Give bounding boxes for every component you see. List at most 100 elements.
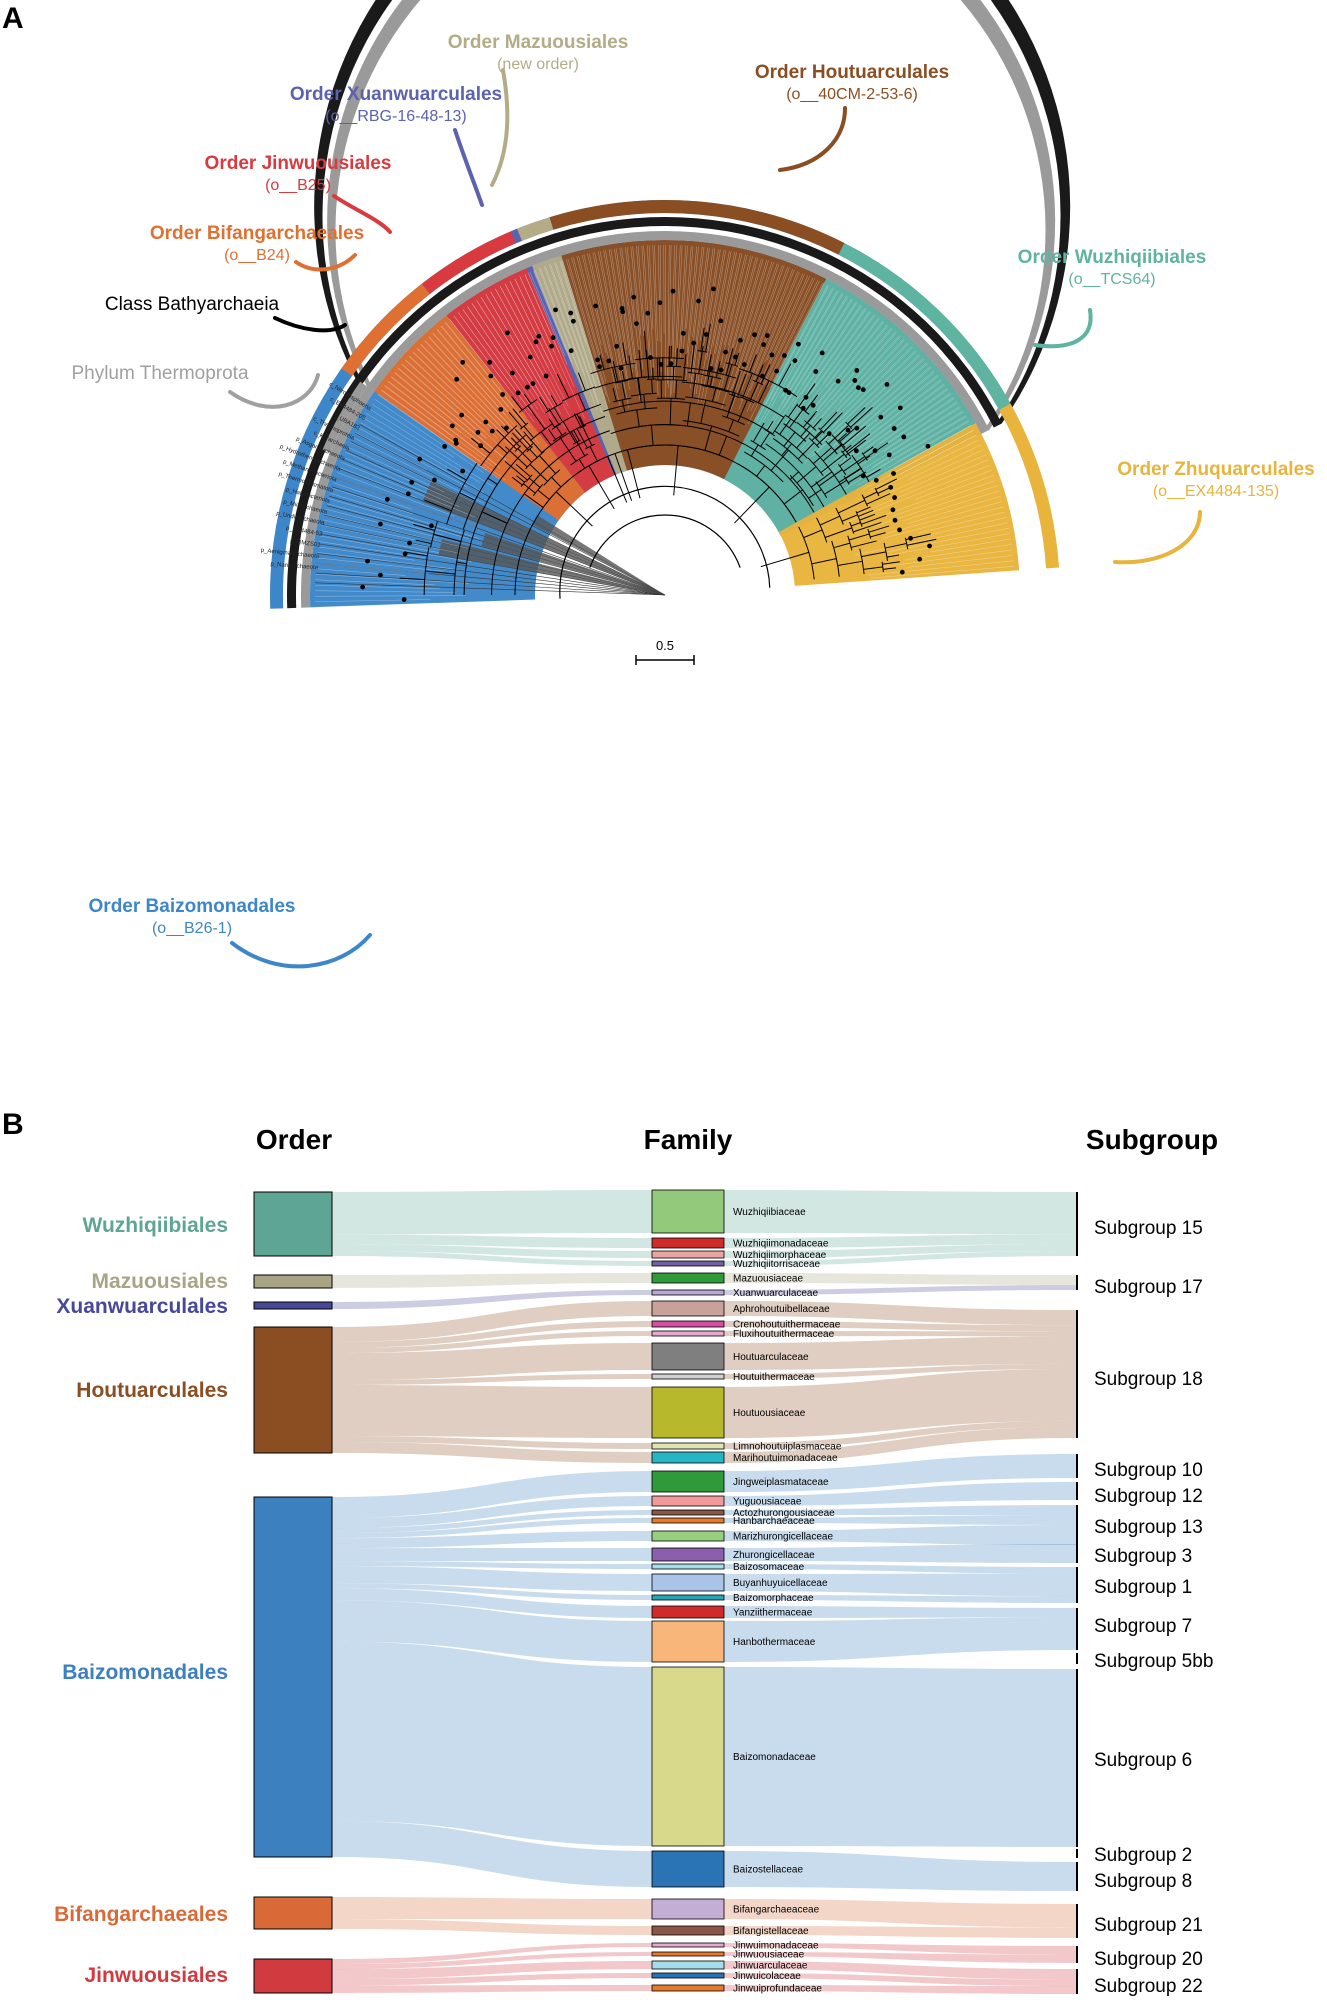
tree-branch	[750, 439, 766, 451]
bootstrap-node	[925, 443, 931, 449]
tree-branch	[638, 349, 643, 378]
tree-branch	[885, 543, 907, 549]
bootstrap-node	[606, 358, 612, 364]
bootstrap-node	[764, 333, 770, 338]
tree-branch	[512, 432, 530, 451]
tree-branch	[831, 540, 840, 577]
tree-branch	[728, 393, 740, 399]
leaf-ray	[412, 352, 491, 428]
subgroup-label: Subgroup 22	[1094, 1976, 1203, 1997]
subgroup-label: Subgroup 15	[1094, 1218, 1203, 1239]
leaf-ray	[371, 403, 455, 458]
bootstrap-node	[597, 364, 602, 370]
leaf-ray	[809, 346, 912, 450]
order-node	[253, 1496, 333, 1858]
order-label: Mazuousiales	[91, 1270, 228, 1293]
tree-branch	[551, 423, 562, 430]
leaf-ray	[643, 245, 652, 375]
family-node	[651, 1320, 725, 1328]
bootstrap-node	[691, 340, 697, 346]
flow-order-family	[332, 1985, 652, 1993]
leaf-ray	[555, 262, 598, 390]
family-label: Yanziithermaceae	[733, 1608, 813, 1619]
phylogenetic-tree: c_Nitrososphaeriac_EX4484-205c_UBA183c_T…	[260, 0, 1071, 720]
leaf-ray	[867, 560, 1014, 576]
family-node	[651, 1573, 725, 1592]
leaf-ray	[397, 368, 506, 461]
tree-branch	[621, 381, 626, 400]
leaf-ray	[504, 283, 549, 369]
leaf-ray	[360, 422, 484, 493]
flow-family-subgroup	[724, 1301, 1077, 1326]
bootstrap-node	[489, 428, 495, 434]
flow-family-subgroup	[724, 1190, 1077, 1235]
leaf-ray	[315, 579, 435, 586]
tree-branch	[771, 415, 786, 435]
leaf-ray	[679, 245, 686, 349]
bootstrap-node	[504, 425, 509, 431]
leaf-ray	[576, 256, 604, 359]
tree-branch	[756, 465, 766, 477]
leaf-ray	[598, 251, 629, 408]
bootstrap-node	[449, 423, 455, 429]
leaf-ray	[323, 519, 427, 543]
family-label: Houtuithermaceae	[733, 1372, 815, 1383]
tree-branch	[739, 396, 755, 404]
column-header-order: Order	[256, 1124, 332, 1155]
leaf-ray	[797, 290, 839, 364]
tree-branch	[643, 331, 648, 359]
flow-order-family	[332, 1385, 652, 1438]
tree-branch	[636, 409, 640, 427]
tree-branch	[906, 538, 937, 546]
tree-branch	[534, 450, 545, 461]
leaf-ray	[594, 252, 623, 388]
leaf-ray	[730, 257, 759, 358]
leaf-ray	[883, 506, 1004, 539]
leaf-ray	[543, 266, 598, 411]
family-label: Bifangarchaeaceae	[733, 1905, 820, 1916]
label-leaders	[228, 68, 1202, 969]
outgroup-branch	[318, 543, 666, 596]
tree-branch	[415, 539, 432, 545]
tree-branch	[615, 379, 629, 384]
tree-branch	[861, 551, 887, 558]
leaf-ray	[330, 493, 480, 539]
tree-branch	[784, 414, 797, 424]
tree-branch	[433, 533, 462, 543]
leaf-ray	[673, 245, 681, 393]
flow-order-family	[332, 1290, 652, 1309]
label-class-bathyarchaeia: Class Bathyarchaeia	[105, 294, 280, 315]
bootstrap-node	[873, 477, 879, 483]
leaf-ray	[529, 272, 566, 357]
tree-branch	[555, 491, 593, 527]
leaf-ray	[534, 269, 573, 364]
leaf-ray	[320, 530, 440, 553]
leaf-ray	[578, 255, 602, 345]
leaf-ray	[647, 245, 654, 368]
tree-branch	[861, 452, 868, 461]
leaf-ray	[721, 260, 767, 410]
leaf-ray	[811, 336, 901, 435]
family-label: Baizomorphaceae	[733, 1593, 814, 1604]
clade-xuanwuarculales-wedge	[526, 265, 617, 476]
leaf-ray	[333, 482, 412, 510]
leaf-ray	[480, 297, 556, 417]
leaf-ray	[321, 525, 461, 554]
tree-branch	[815, 430, 824, 439]
tree-branch	[875, 478, 897, 490]
clade-labels: Order Mazuousiales (new order) Order Hou…	[71, 32, 1314, 937]
tree-branch	[744, 451, 784, 483]
leaf-ray	[831, 366, 931, 452]
bootstrap-node	[553, 307, 558, 313]
family-label: Marihoutuimonadaceae	[733, 1453, 838, 1464]
tree-branch	[800, 425, 811, 438]
bootstrap-node	[384, 496, 390, 502]
leaf-ray	[428, 336, 537, 455]
leaf-ray	[735, 260, 769, 367]
leaf-ray	[432, 333, 537, 451]
leaf-ray	[697, 249, 725, 405]
tree-branch	[672, 366, 675, 380]
bootstrap-node	[543, 373, 549, 379]
family-node	[651, 1666, 725, 1847]
bootstrap-node	[648, 355, 653, 360]
